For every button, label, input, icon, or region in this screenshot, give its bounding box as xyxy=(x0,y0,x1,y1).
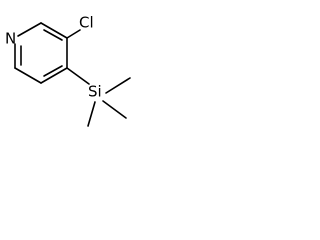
bond-c4-si xyxy=(66,67,90,85)
bond-si-methyl-left xyxy=(87,101,96,127)
bond-c3-cl xyxy=(66,29,81,39)
atom-label-silicon: Si xyxy=(88,83,102,101)
pyridine-ring xyxy=(14,22,68,84)
atom-label-nitrogen: N xyxy=(5,30,16,48)
bond-c4-c5-inner xyxy=(43,65,63,77)
bond-c2-c3 xyxy=(40,22,68,39)
molecule-structure-diagram: N Cl Si xyxy=(5,14,131,127)
bond-si-methyl-right xyxy=(105,77,131,94)
bond-si-methyl-down xyxy=(102,100,127,119)
bond-c2-c3-inner xyxy=(43,29,63,41)
atom-label-chlorine: Cl xyxy=(79,14,94,32)
bond-c4-c5 xyxy=(40,67,68,84)
bond-n-c2 xyxy=(17,22,42,37)
bond-c5-c6 xyxy=(14,67,42,84)
trimethyl-group xyxy=(87,77,131,127)
